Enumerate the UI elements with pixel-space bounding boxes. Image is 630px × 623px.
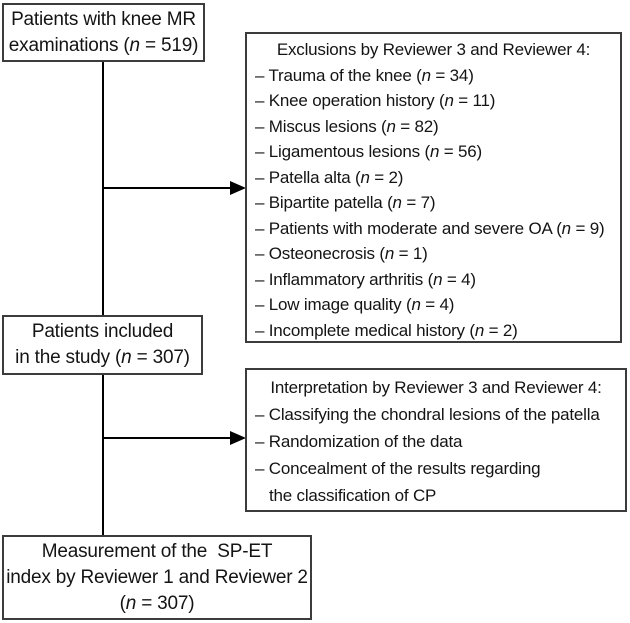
connector-vertical-line xyxy=(102,61,104,537)
arrowhead-to-exclusions-icon xyxy=(230,181,246,195)
italic-variable: n xyxy=(129,34,141,56)
box-knee-mr-examinations: Patients with knee MR examinations (n = 5… xyxy=(2,3,205,62)
text-line: – Patella alta (n = 2) xyxy=(255,167,404,187)
text-line: – Bipartite patella (n = 7) xyxy=(255,193,436,212)
interpretation-title: Interpretation by Reviewer 3 and Reviewe… xyxy=(247,374,625,401)
text-line: – Concealment of the results regarding xyxy=(255,459,541,478)
text-line: Interpretation by Reviewer 3 and Reviewe… xyxy=(270,378,602,397)
interpretation-list: – Classifying the chondral lesions of th… xyxy=(247,401,625,509)
text-line: – Miscus lesions (n = 82) xyxy=(255,116,439,136)
text-line: – Patients with moderate and severe OA (… xyxy=(255,218,605,238)
text-line: (n = 307) xyxy=(119,592,195,614)
italic-variable: n xyxy=(411,295,421,314)
italic-variable: n xyxy=(125,592,137,614)
text-line: – Incomplete medical history (n = 2) xyxy=(255,320,518,340)
text-line: – Inflammatory arthritis (n = 4) xyxy=(255,269,476,289)
exclusions-title: Exclusions by Reviewer 3 and Reviewer 4: xyxy=(247,37,620,63)
text-line: – Trauma of the knee (n = 34) xyxy=(255,65,474,85)
italic-variable: n xyxy=(429,142,440,161)
connector-to-exclusions-line xyxy=(103,187,231,189)
italic-variable: n xyxy=(360,167,370,187)
connector-to-interpretation-line xyxy=(103,437,231,439)
italic-variable: n xyxy=(121,347,132,368)
arrowhead-to-interpretation-icon xyxy=(230,431,246,445)
text-line: in the study (n = 307) xyxy=(15,347,190,368)
text-line: – Osteonecrosis (n = 1) xyxy=(255,244,428,263)
text-line: – Randomization of the data xyxy=(255,432,463,451)
exclusions-list: – Trauma of the knee (n = 34) – Knee oper… xyxy=(247,63,620,344)
text-line: Exclusions by Reviewer 3 and Reviewer 4: xyxy=(276,40,591,59)
box-sp-et-measurement: Measurement of the SP-ET index by Reviewe… xyxy=(2,535,312,620)
text-line: – Ligamentous lesions (n = 56) xyxy=(255,142,482,161)
text-line: – Classifying the chondral lesions of th… xyxy=(255,405,600,424)
italic-variable: n xyxy=(386,116,396,136)
box-patients-included: Patients included in the study (n = 307) xyxy=(2,315,203,375)
italic-variable: n xyxy=(561,218,571,238)
italic-variable: n xyxy=(392,193,402,212)
italic-variable: n xyxy=(421,65,431,85)
text-line: Measurement of the SP-ET xyxy=(41,540,273,562)
italic-variable: n xyxy=(474,320,485,340)
italic-variable: n xyxy=(433,269,443,289)
italic-variable: n xyxy=(444,91,454,110)
box-interpretation: Interpretation by Reviewer 3 and Reviewe… xyxy=(245,368,627,512)
text-line: the classification of CP xyxy=(269,486,437,505)
box-exclusions: Exclusions by Reviewer 3 and Reviewer 4:… xyxy=(245,32,622,343)
text-line: Patients included xyxy=(31,321,174,342)
text-line: index by Reviewer 1 and Reviewer 2 xyxy=(6,566,308,588)
text-line: – Low image quality (n = 4) xyxy=(255,295,455,314)
text-line: – Knee operation history (n = 11) xyxy=(255,91,496,110)
text-line: Patients with knee MR xyxy=(11,8,196,30)
italic-variable: n xyxy=(384,244,395,263)
text-line: examinations (n = 519) xyxy=(8,34,199,56)
